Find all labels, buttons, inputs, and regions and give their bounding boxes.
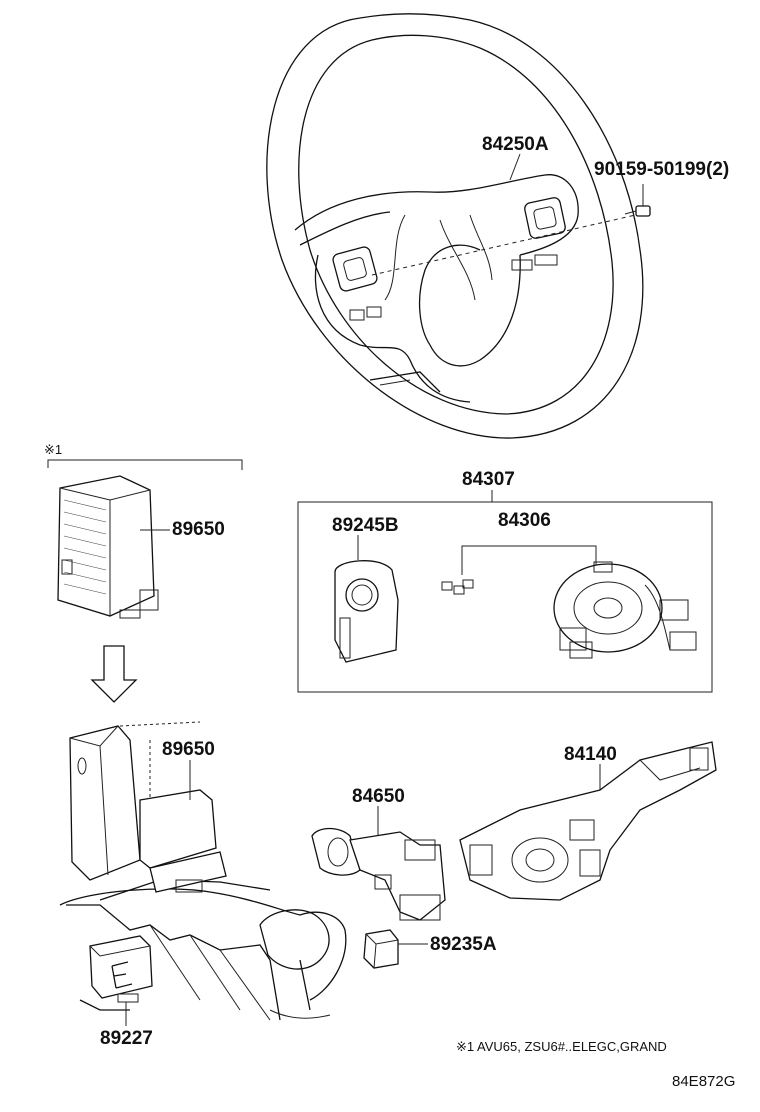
label-89650-bottom[interactable]: 89650 [162,739,215,760]
label-89650-top[interactable]: 89650 [172,519,225,540]
label-84306[interactable]: 84306 [498,510,551,531]
drawing-code: 84E872G [672,1073,735,1090]
wiper-switch[interactable] [459,741,717,901]
label-84250A[interactable]: 84250A [482,134,549,155]
steering-angle-sensor[interactable] [334,560,399,663]
ecu-module-top[interactable] [57,475,159,619]
label-89227[interactable]: 89227 [100,1028,153,1049]
footnote: ※1 AVU65, ZSU6#..ELEGC,GRAND [456,1039,667,1054]
pin-clips[interactable] [441,579,474,595]
leader-84250A [509,153,521,181]
light-switch[interactable] [311,827,446,921]
note-bracket [47,459,243,470]
label-84650[interactable]: 84650 [352,786,405,807]
label-89245B[interactable]: 89245B [332,515,399,536]
label-90159-50199[interactable]: 90159-50199(2) [594,159,729,180]
clock-spring-box [297,501,713,693]
label-84140[interactable]: 84140 [564,744,617,765]
leader-84306 [461,545,597,575]
arrow-down-icon [90,645,138,703]
small-switch[interactable] [363,929,399,969]
label-84307[interactable]: 84307 [462,469,515,490]
ecu-module-bottom[interactable] [69,721,227,893]
label-89235A[interactable]: 89235A [430,934,497,955]
note-marker: ※1 [44,442,62,457]
spiral-cable[interactable] [553,561,697,659]
screw-icon[interactable] [624,184,651,217]
steering-wheel[interactable] [266,13,644,439]
module-89227[interactable] [89,935,153,1003]
